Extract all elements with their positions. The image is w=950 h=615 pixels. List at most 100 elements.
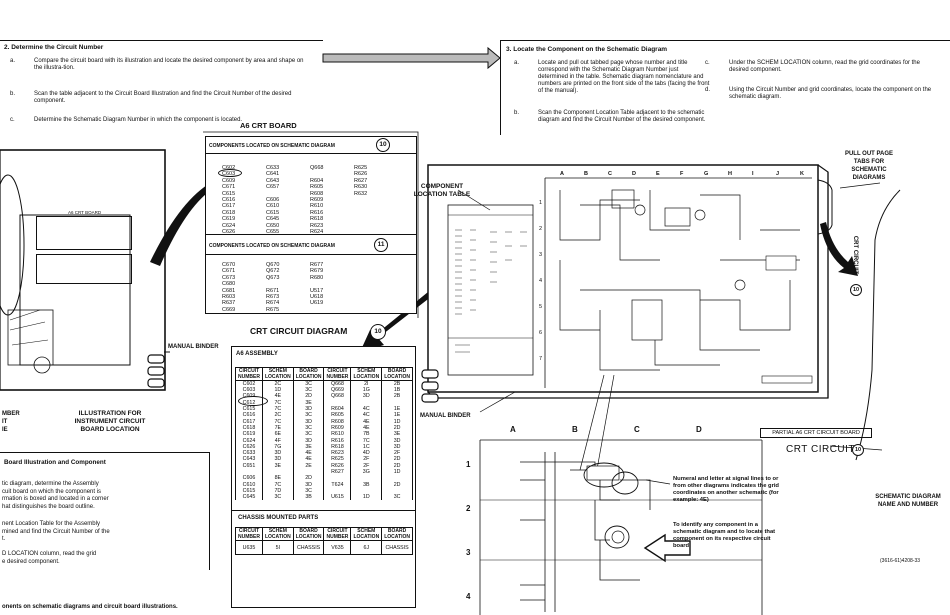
a6-components-table: COMPONENTS LOCATED ON SCHEMATIC DIAGRAM …	[205, 136, 417, 314]
grid-letter: D	[632, 171, 636, 177]
schematic-name-label: SCHEMATIC DIAGRAM NAME AND NUMBER	[875, 494, 941, 508]
crt-circuit-tab: CRT CIRCUIT	[848, 236, 860, 282]
table-cell	[323, 475, 352, 482]
table-cell: C618	[235, 424, 263, 432]
grid-letter: H	[728, 171, 732, 177]
step3-section: 3. Locate the Component on the Schematic…	[500, 40, 950, 135]
chassis-cell: CHASSIS	[292, 540, 325, 555]
grid-row-number: 1	[466, 460, 471, 469]
table-cell: R627	[323, 468, 352, 476]
table-cell: C615	[235, 405, 263, 413]
crt-diagram-title: CRT CIRCUIT DIAGRAM	[250, 326, 348, 336]
table-cell: C616	[235, 412, 263, 419]
table-header: CIRCUIT NUMBER	[323, 367, 352, 381]
table-cell	[381, 475, 413, 482]
table-cell: 1E	[381, 405, 413, 413]
grid-letter: A	[560, 171, 564, 177]
grid-letter: K	[800, 171, 804, 177]
table-cell: Q668	[323, 393, 352, 400]
table-cell: R623	[323, 449, 352, 457]
assembly-partial-label: MBER IT IE	[2, 411, 20, 433]
table-cell: 1E	[381, 412, 413, 419]
assembly-label: A6 ASSEMBLY	[236, 351, 278, 357]
table-cell: 3C	[381, 494, 413, 501]
partial-grid-rows: 1 2 3 4	[466, 460, 476, 610]
tab-number-badge: 10	[850, 284, 862, 296]
grid-letter: I	[752, 171, 754, 177]
table-cell: 1B	[381, 387, 413, 394]
left-board-mini-tables	[36, 216, 132, 286]
schematic-row-numbers: 1 2 3 4 5 6 7	[539, 200, 543, 362]
diag10-header: COMPONENTS LOCATED ON SCHEMATIC DIAGRAM	[209, 143, 335, 149]
step2-title: 2. Determine the Circuit Number	[4, 44, 104, 51]
left-heading: Board Illustration and Component	[4, 459, 106, 466]
grid-letter: C	[634, 425, 640, 434]
table-cell: C619	[235, 431, 263, 438]
left-board-title: A6 CRT BOARD	[68, 210, 102, 215]
grid-row-number: 4	[466, 592, 471, 601]
table-cell: R616	[323, 437, 352, 444]
diag10-col-4: R625 R626 R627 R630 R632	[354, 165, 368, 197]
table-cell: R605	[323, 412, 352, 419]
grid-row-number: 3	[466, 548, 471, 557]
highlight-c603	[218, 169, 242, 177]
manual-binder-left-label: MANUAL BINDER	[168, 344, 219, 350]
table-cell: 1D	[381, 418, 413, 425]
diag11-header: COMPONENTS LOCATED ON SCHEMATIC DIAGRAM	[209, 243, 335, 249]
table-header: CIRCUIT NUMBER	[235, 367, 263, 381]
table-cell: 3D	[381, 437, 413, 444]
table-cell: R609	[323, 424, 352, 432]
table-cell: 2B	[381, 380, 413, 387]
partial-board-label: PARTIAL A6 CRT CIRCUIT BOARD	[760, 428, 872, 438]
chassis-cell: V635	[323, 540, 352, 555]
table-header: BOARD LOCATION	[292, 367, 325, 381]
diag10-col-2: C633 C641 C643 C657 C606 C610 C615 C645 …	[266, 165, 280, 236]
crt-circuit-badge: 10	[852, 444, 864, 456]
table-cell	[235, 468, 263, 476]
table-cell: U615	[323, 494, 352, 501]
chassis-header: CIRCUIT NUMBER	[235, 527, 263, 541]
table-cell: 3C	[261, 494, 294, 501]
table-cell: R625	[323, 456, 352, 463]
chassis-cell: CHASSIS	[381, 540, 413, 555]
pull-out-tabs-label: PULL OUT PAGE TABS FOR SCHEMATIC DIAGRAM…	[844, 151, 894, 181]
table-cell: 2D	[381, 424, 413, 432]
illustration-label: ILLUSTRATION FOR INSTRUMENT CIRCUIT BOAR…	[74, 410, 146, 433]
bottom-caption: onents on schematic diagrams and circuit…	[2, 604, 178, 610]
table-cell: Q669	[323, 387, 352, 394]
diag11-col-1: C670 C671 C673 C680 C681 R603 R637 C669	[222, 262, 236, 313]
diag11-col-3: R677 R679 R680 U517 U618 U619	[310, 262, 324, 307]
table-cell: C606	[235, 475, 263, 482]
table-cell	[381, 487, 413, 495]
table-header: BOARD LOCATION	[381, 367, 413, 381]
chassis-header: SCHEM LOCATION	[261, 527, 294, 541]
step2-section: 2. Determine the Circuit Number a. Compa…	[0, 40, 323, 138]
left-para-1: tic diagram, determine the Assembly cuit…	[2, 481, 109, 510]
diag11-number-badge: 11	[374, 238, 388, 252]
chassis-cell: 6J	[350, 540, 383, 555]
table-header: SCHEM LOCATION	[261, 367, 294, 381]
table-cell: 2B	[381, 393, 413, 400]
chassis-cell: 5I	[261, 540, 294, 555]
table-header: SCHEM LOCATION	[350, 367, 383, 381]
identify-note: To identify any component in a schematic…	[673, 522, 776, 549]
table-cell: 3B	[292, 494, 325, 501]
chassis-header: BOARD LOCATION	[381, 527, 413, 541]
table-cell: Q668	[323, 380, 352, 387]
grid-letter: E	[656, 171, 660, 177]
table-cell: R610	[323, 431, 352, 438]
grid-row-number: 2	[466, 504, 471, 513]
